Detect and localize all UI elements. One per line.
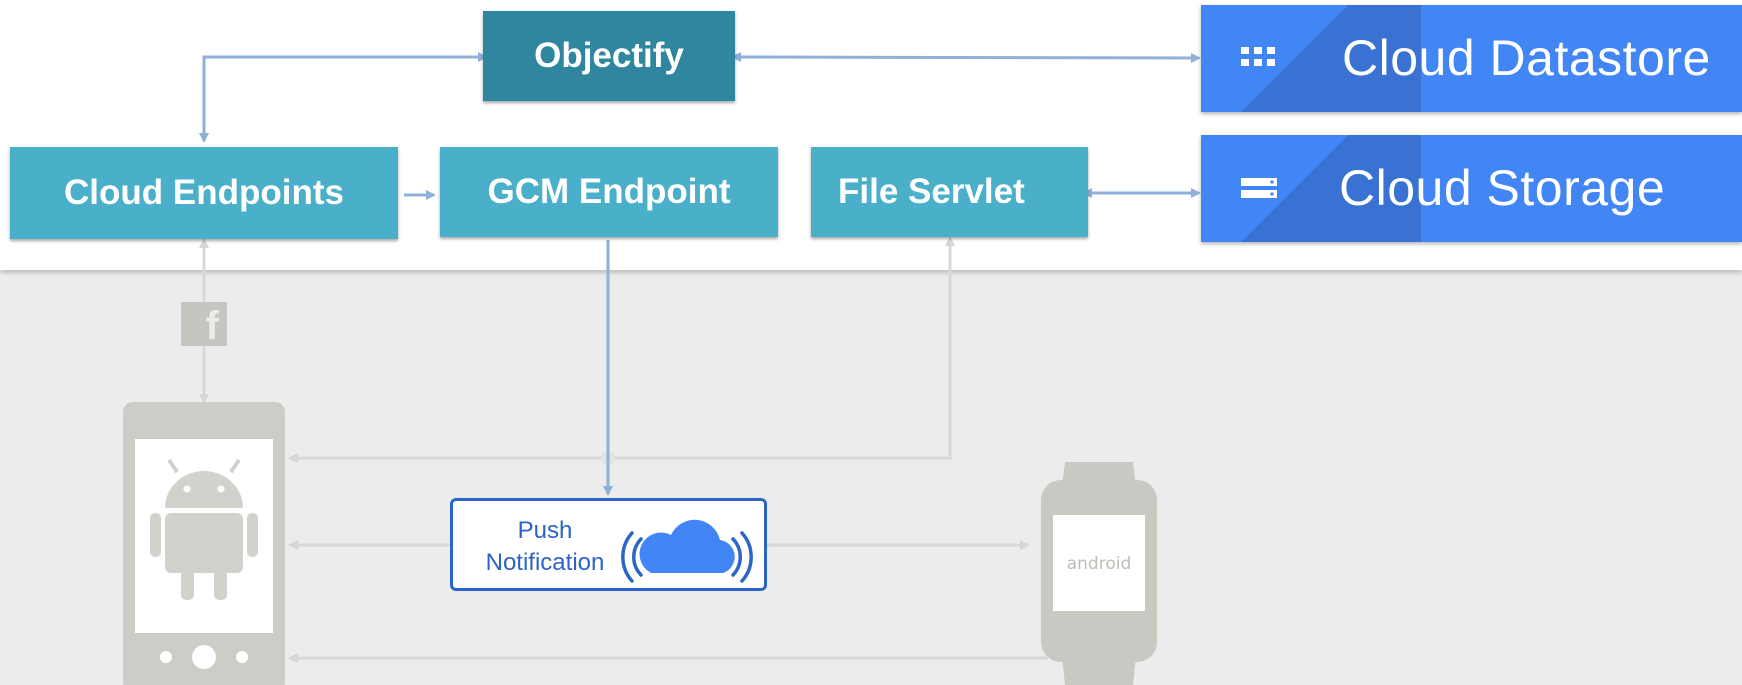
push-label-line1: Push — [517, 517, 573, 544]
cloud-endpoints-box: Cloud Endpoints — [10, 147, 398, 239]
objectify-box: Objectify — [483, 11, 735, 101]
objectify-datastore-link — [731, 52, 1201, 63]
facebook-glyph: f — [205, 304, 219, 348]
push-label-line2: Notification — [485, 549, 605, 576]
cloud-datastore-card: Cloud Datastore — [1201, 5, 1742, 112]
gcm-endpoint-box: GCM Endpoint — [440, 147, 778, 237]
android-phone-icon — [123, 402, 285, 685]
storage-drive-icon — [1241, 178, 1277, 198]
cloud-endpoints-label: Cloud Endpoints — [64, 173, 344, 212]
push-notification-card: Push Notification — [450, 498, 767, 591]
facebook-icon: f — [181, 302, 227, 346]
cloud-storage-label: Cloud Storage — [1339, 160, 1666, 216]
objectify-endpoints-link — [199, 52, 488, 143]
cloud-storage-card: Cloud Storage — [1201, 135, 1742, 242]
file-servlet-label: File Servlet — [838, 172, 1025, 211]
datastore-grid-icon — [1241, 47, 1275, 66]
cloud-broadcast-icon — [621, 519, 753, 583]
android-watch-icon: android — [1041, 462, 1157, 685]
objectify-label: Objectify — [534, 36, 684, 75]
watch-screen-text: android — [1067, 554, 1132, 574]
servlet-device-link — [288, 236, 955, 463]
gcm-endpoint-label: GCM Endpoint — [487, 172, 731, 211]
file-servlet-box: File Servlet — [811, 147, 1088, 237]
cloud-datastore-label: Cloud Datastore — [1342, 30, 1711, 86]
